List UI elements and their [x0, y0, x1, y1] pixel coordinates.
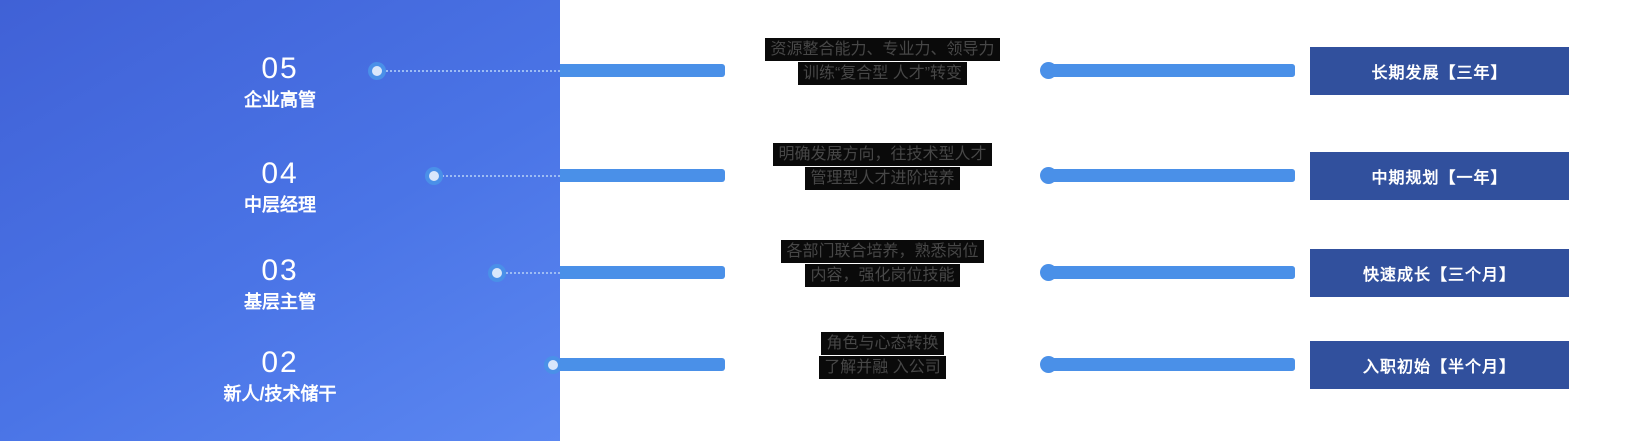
left-panel [0, 0, 560, 441]
level-role: 基层主管 [244, 292, 316, 312]
level-number: 04 [261, 157, 299, 190]
stage-label: 中期规划【一年】 [1371, 170, 1508, 187]
right-bar [1040, 264, 1295, 281]
level-number: 05 [261, 52, 299, 85]
description-line-1: 明确发展方向，往技术型人才 [773, 143, 992, 166]
description-line-2: 内容，强化岗位技能 [805, 264, 960, 287]
node-icon [425, 167, 443, 185]
level-group: 05 企业高管 [170, 53, 390, 111]
level-group: 03 基层主管 [170, 255, 390, 313]
stage-box: 中期规划【一年】 [1310, 152, 1569, 200]
stage-box: 长期发展【三年】 [1310, 47, 1569, 95]
description-line-2: 管理型人才进阶培养 [805, 167, 960, 190]
description-block: 角色与心态转换 了解并融 入公司 [750, 332, 1015, 380]
left-bar [560, 358, 725, 371]
stage-box: 入职初始【半个月】 [1310, 341, 1569, 389]
node-icon [368, 62, 386, 80]
dotted-connector [434, 175, 560, 177]
description-line-1: 各部门联合培养，熟悉岗位 [781, 240, 984, 263]
stage-label: 快速成长【三个月】 [1362, 267, 1516, 284]
level-role: 中层经理 [244, 195, 316, 215]
stage-label: 长期发展【三年】 [1371, 65, 1508, 82]
node-icon [488, 264, 506, 282]
level-role: 企业高管 [244, 90, 316, 110]
left-bar [560, 64, 725, 77]
right-bar [1040, 167, 1295, 184]
dotted-connector [497, 272, 560, 274]
left-bar [560, 169, 725, 182]
level-number: 03 [261, 254, 299, 287]
description-line-1: 资源整合能力、专业力、领导力 [765, 38, 1000, 61]
level-role: 新人/技术储干 [223, 384, 337, 404]
stage-label: 入职初始【半个月】 [1362, 359, 1516, 376]
right-bar [1040, 62, 1295, 79]
description-block: 资源整合能力、专业力、领导力 训练“复合型 人才”转变 [750, 38, 1015, 86]
dotted-connector [377, 70, 560, 72]
stage-box: 快速成长【三个月】 [1310, 249, 1569, 297]
level-group: 04 中层经理 [170, 158, 390, 216]
right-bar [1040, 356, 1295, 373]
description-line-2: 了解并融 入公司 [819, 356, 946, 379]
description-line-2: 训练“复合型 人才”转变 [797, 62, 968, 85]
description-line-1: 角色与心态转换 [821, 332, 944, 355]
level-group: 02 新人/技术储干 [170, 347, 390, 405]
description-block: 各部门联合培养，熟悉岗位 内容，强化岗位技能 [750, 240, 1015, 288]
left-bar [560, 266, 725, 279]
level-number: 02 [261, 346, 299, 379]
description-block: 明确发展方向，往技术型人才 管理型人才进阶培养 [750, 143, 1015, 191]
